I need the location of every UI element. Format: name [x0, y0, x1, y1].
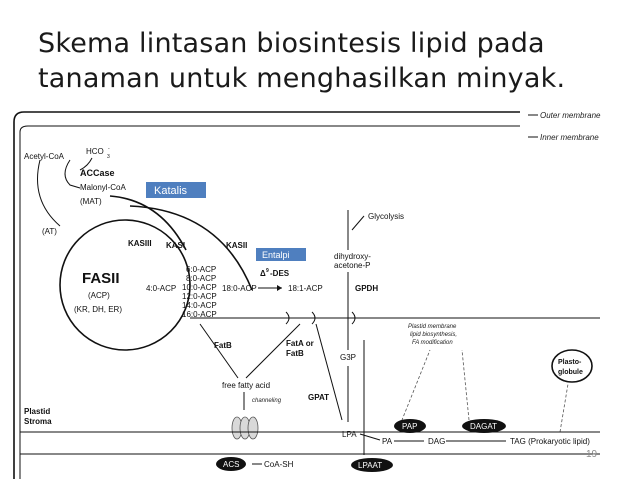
acyl-chain-2: 8:0-ACP	[186, 274, 216, 283]
g3p-label: G3P	[340, 353, 356, 362]
acetyl-to-at-arrow	[37, 159, 61, 227]
acyl-chain-6: 16:0-ACP	[182, 310, 217, 319]
lpa-label: LPA	[342, 430, 357, 439]
dashed-arrow-3	[559, 383, 569, 433]
hco3-superscript: -	[108, 146, 110, 152]
acyl-chain-4: 12:0-ACP	[182, 292, 217, 301]
outer-membrane-label: Outer membrane	[540, 111, 601, 120]
kasiii-label: KASIII	[128, 239, 152, 248]
outer-membrane-line	[13, 111, 520, 479]
gpat-label: GPAT	[308, 393, 329, 402]
katalis-annotation: Katalis	[146, 182, 206, 198]
slide-title-line-1: Skema lintasan biosintesis lipid pada	[38, 28, 545, 59]
slide-page-number: 19	[586, 449, 598, 460]
glycolysis-label: Glycolysis	[368, 212, 404, 221]
katalis-text: Katalis	[154, 185, 188, 197]
plastoglobule-label-2: globule	[558, 369, 583, 376]
entalpi-box	[256, 248, 306, 261]
glycolysis-arrow	[351, 215, 365, 231]
pap-label: PAP	[402, 422, 417, 431]
fasii-name: FASII	[82, 270, 120, 287]
dagat-label: DAGAT	[470, 422, 497, 431]
hco3-label: HCO 3 -	[86, 146, 110, 160]
plastid-note-2: lipid biosynthesis,	[410, 332, 457, 338]
accase-label: ACCase	[80, 168, 115, 178]
dashed-arrow-2	[461, 349, 471, 431]
coa-sh-label: CoA-SH	[264, 460, 294, 469]
plastoglobule: Plasto- globule	[551, 349, 593, 383]
plastid-stroma-label-2: Stroma	[24, 417, 52, 426]
entalpi-annotation: Entalpi	[256, 248, 306, 261]
fatb-label: FatB	[214, 341, 232, 350]
malonyl-coa-label: Malonyl-CoA	[80, 183, 126, 192]
des-label: Δ 9 -DES	[260, 268, 290, 278]
des-superscript: 9	[266, 268, 269, 274]
junction-2	[311, 311, 316, 325]
plastid-note-1: Plastid membrane	[408, 324, 457, 330]
plastid-stroma-label-1: Plastid	[24, 407, 50, 416]
slide-title-line-2: tanaman untuk menghasilkan minyak.	[38, 63, 566, 94]
plastoglobule-label-1: Plasto-	[558, 359, 582, 366]
c4-acp-label: 4:0-ACP	[146, 284, 176, 293]
junction-1	[285, 311, 290, 325]
c18-1-acp-label: 18:1-ACP	[288, 284, 323, 293]
kasii-label: KASII	[226, 241, 247, 250]
lpaat-enzyme: LPAAT	[351, 458, 393, 472]
fasii-enzymes: (KR, DH, ER)	[74, 305, 122, 314]
acyl-chain-3: 10:0-ACP	[182, 283, 217, 292]
acetyl-coa-label: Acetyl-CoA	[24, 152, 65, 161]
mat-label: (MAT)	[80, 197, 102, 206]
dag-label: DAG	[428, 437, 445, 446]
fasii-acp: (ACP)	[88, 291, 110, 300]
desaturase-arrowhead	[277, 285, 282, 291]
hco3-arrow	[79, 157, 93, 171]
fata-arrow	[245, 323, 301, 379]
acs-enzyme: ACS	[216, 457, 246, 471]
membranes: Outer membrane Inner membrane	[13, 111, 601, 479]
katalis-box	[146, 182, 206, 198]
channeling-label: channeling	[252, 398, 282, 404]
dagat-enzyme: DAGAT	[462, 419, 506, 433]
ffa-label: free fatty acid	[222, 381, 270, 390]
fata-label-2: FatB	[286, 349, 304, 358]
gpdh-label: GPDH	[355, 284, 378, 293]
plastid-note-3: FA modification	[412, 340, 453, 346]
dhap-label-1: dihydroxy-	[334, 252, 371, 261]
malonyl-entry-arc	[109, 195, 187, 251]
gpat-arrow	[315, 323, 343, 421]
des-delta: Δ	[260, 269, 266, 278]
lpaat-label: LPAAT	[358, 461, 382, 470]
dashed-arrow-1	[397, 349, 431, 431]
fasii-cycle	[59, 219, 191, 351]
c18-acp-label: 18:0-ACP	[222, 284, 257, 293]
des-text: -DES	[270, 269, 290, 278]
inner-membrane-label: Inner membrane	[540, 133, 599, 142]
at-label: (AT)	[42, 227, 57, 236]
hco3-text: HCO	[86, 147, 104, 156]
slide-title: Skema lintasan biosintesis lipid pada ta…	[38, 26, 618, 96]
entalpi-text: Entalpi	[262, 250, 290, 260]
junction-3	[351, 311, 356, 325]
acetyl-to-malonyl-arrow	[64, 159, 81, 189]
kasii-arc	[129, 205, 253, 291]
fatb-arrow	[199, 323, 239, 379]
acyl-chain-5: 14:0-ACP	[182, 301, 217, 310]
fata-label-1: FatA or	[286, 339, 314, 348]
pa-label: PA	[382, 437, 393, 446]
hco3-subscript: 3	[107, 154, 110, 160]
dhap-label-2: acetone-P	[334, 261, 370, 270]
lpa-to-pa-arrow	[359, 433, 381, 441]
kasi-label: KASI	[166, 241, 185, 250]
acs-label: ACS	[223, 460, 239, 469]
acyl-chain-list: 6:0-ACP 8:0-ACP 10:0-ACP 12:0-ACP 14:0-A…	[182, 265, 217, 319]
pap-enzyme: PAP	[394, 419, 426, 433]
transport-channel-icon	[231, 416, 259, 440]
tag-label: TAG (Prokaryotic lipid)	[510, 437, 590, 446]
acyl-chain-1: 6:0-ACP	[186, 265, 216, 274]
inner-membrane-line	[19, 125, 520, 479]
